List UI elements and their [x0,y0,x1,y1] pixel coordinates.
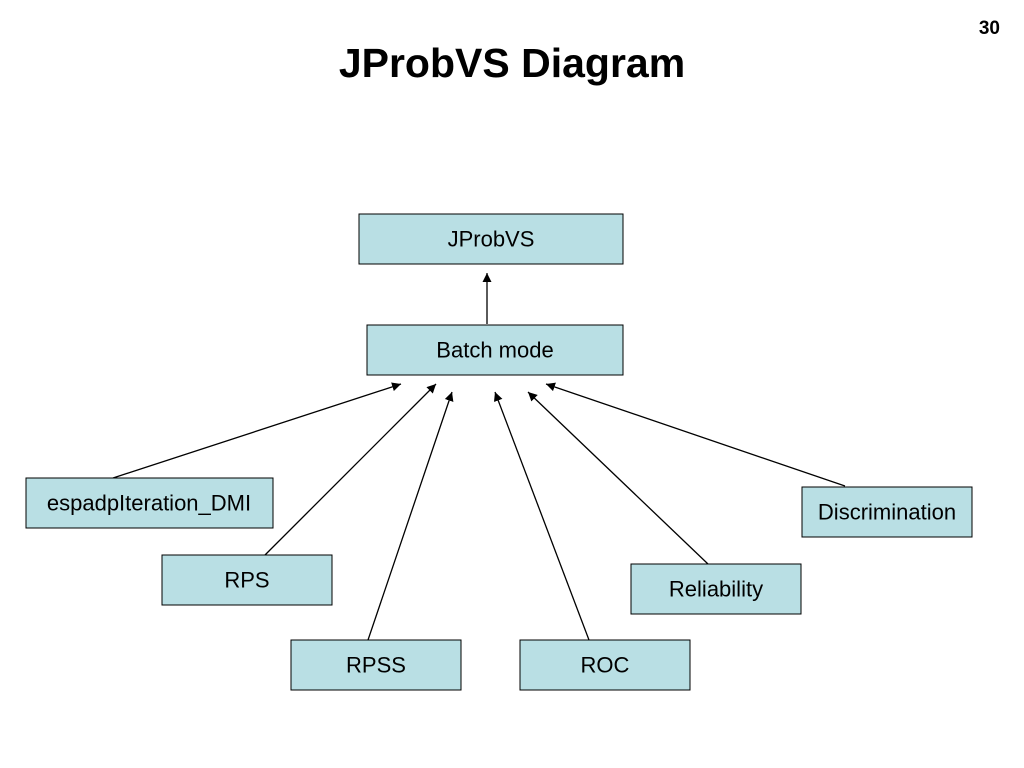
node-reliability: Reliability [630,563,802,615]
edge-rpss-to-batch [367,391,454,641]
edges [112,273,846,641]
node-label: RPSS [346,653,406,678]
node-label: Batch mode [436,338,553,363]
node-label: espadpIteration_DMI [47,491,251,516]
node-box [25,477,274,529]
node-box [290,639,462,691]
node-box [801,486,973,538]
node-box [366,324,624,376]
node-box [630,563,802,615]
node-rps: RPS [161,554,333,606]
node-box [161,554,333,606]
page-number: 30 [978,18,1000,39]
edge-reliability-to-batch [527,391,709,565]
node-label: Discrimination [818,500,956,525]
node-rpss: RPSS [290,639,462,691]
edge-espad-to-batch [112,382,402,479]
node-jprobvs: JProbVS [358,213,624,265]
edge-rps-to-batch [264,383,437,556]
node-espadpiteration-dmi: espadpIteration_DMI [25,477,274,529]
node-discrimination: Discrimination [801,486,973,538]
node-label: RPS [224,568,269,593]
node-roc: ROC [519,639,691,691]
node-label: ROC [581,653,630,678]
slide-title: JProbVS Diagram [338,40,686,86]
edge-roc-to-batch [493,391,590,641]
node-label: Reliability [669,577,763,602]
node-box [519,639,691,691]
edge-discrimination-to-batch [545,382,846,487]
node-batch-mode: Batch mode [366,324,624,376]
node-label: JProbVS [448,227,535,252]
node-box [358,213,624,265]
